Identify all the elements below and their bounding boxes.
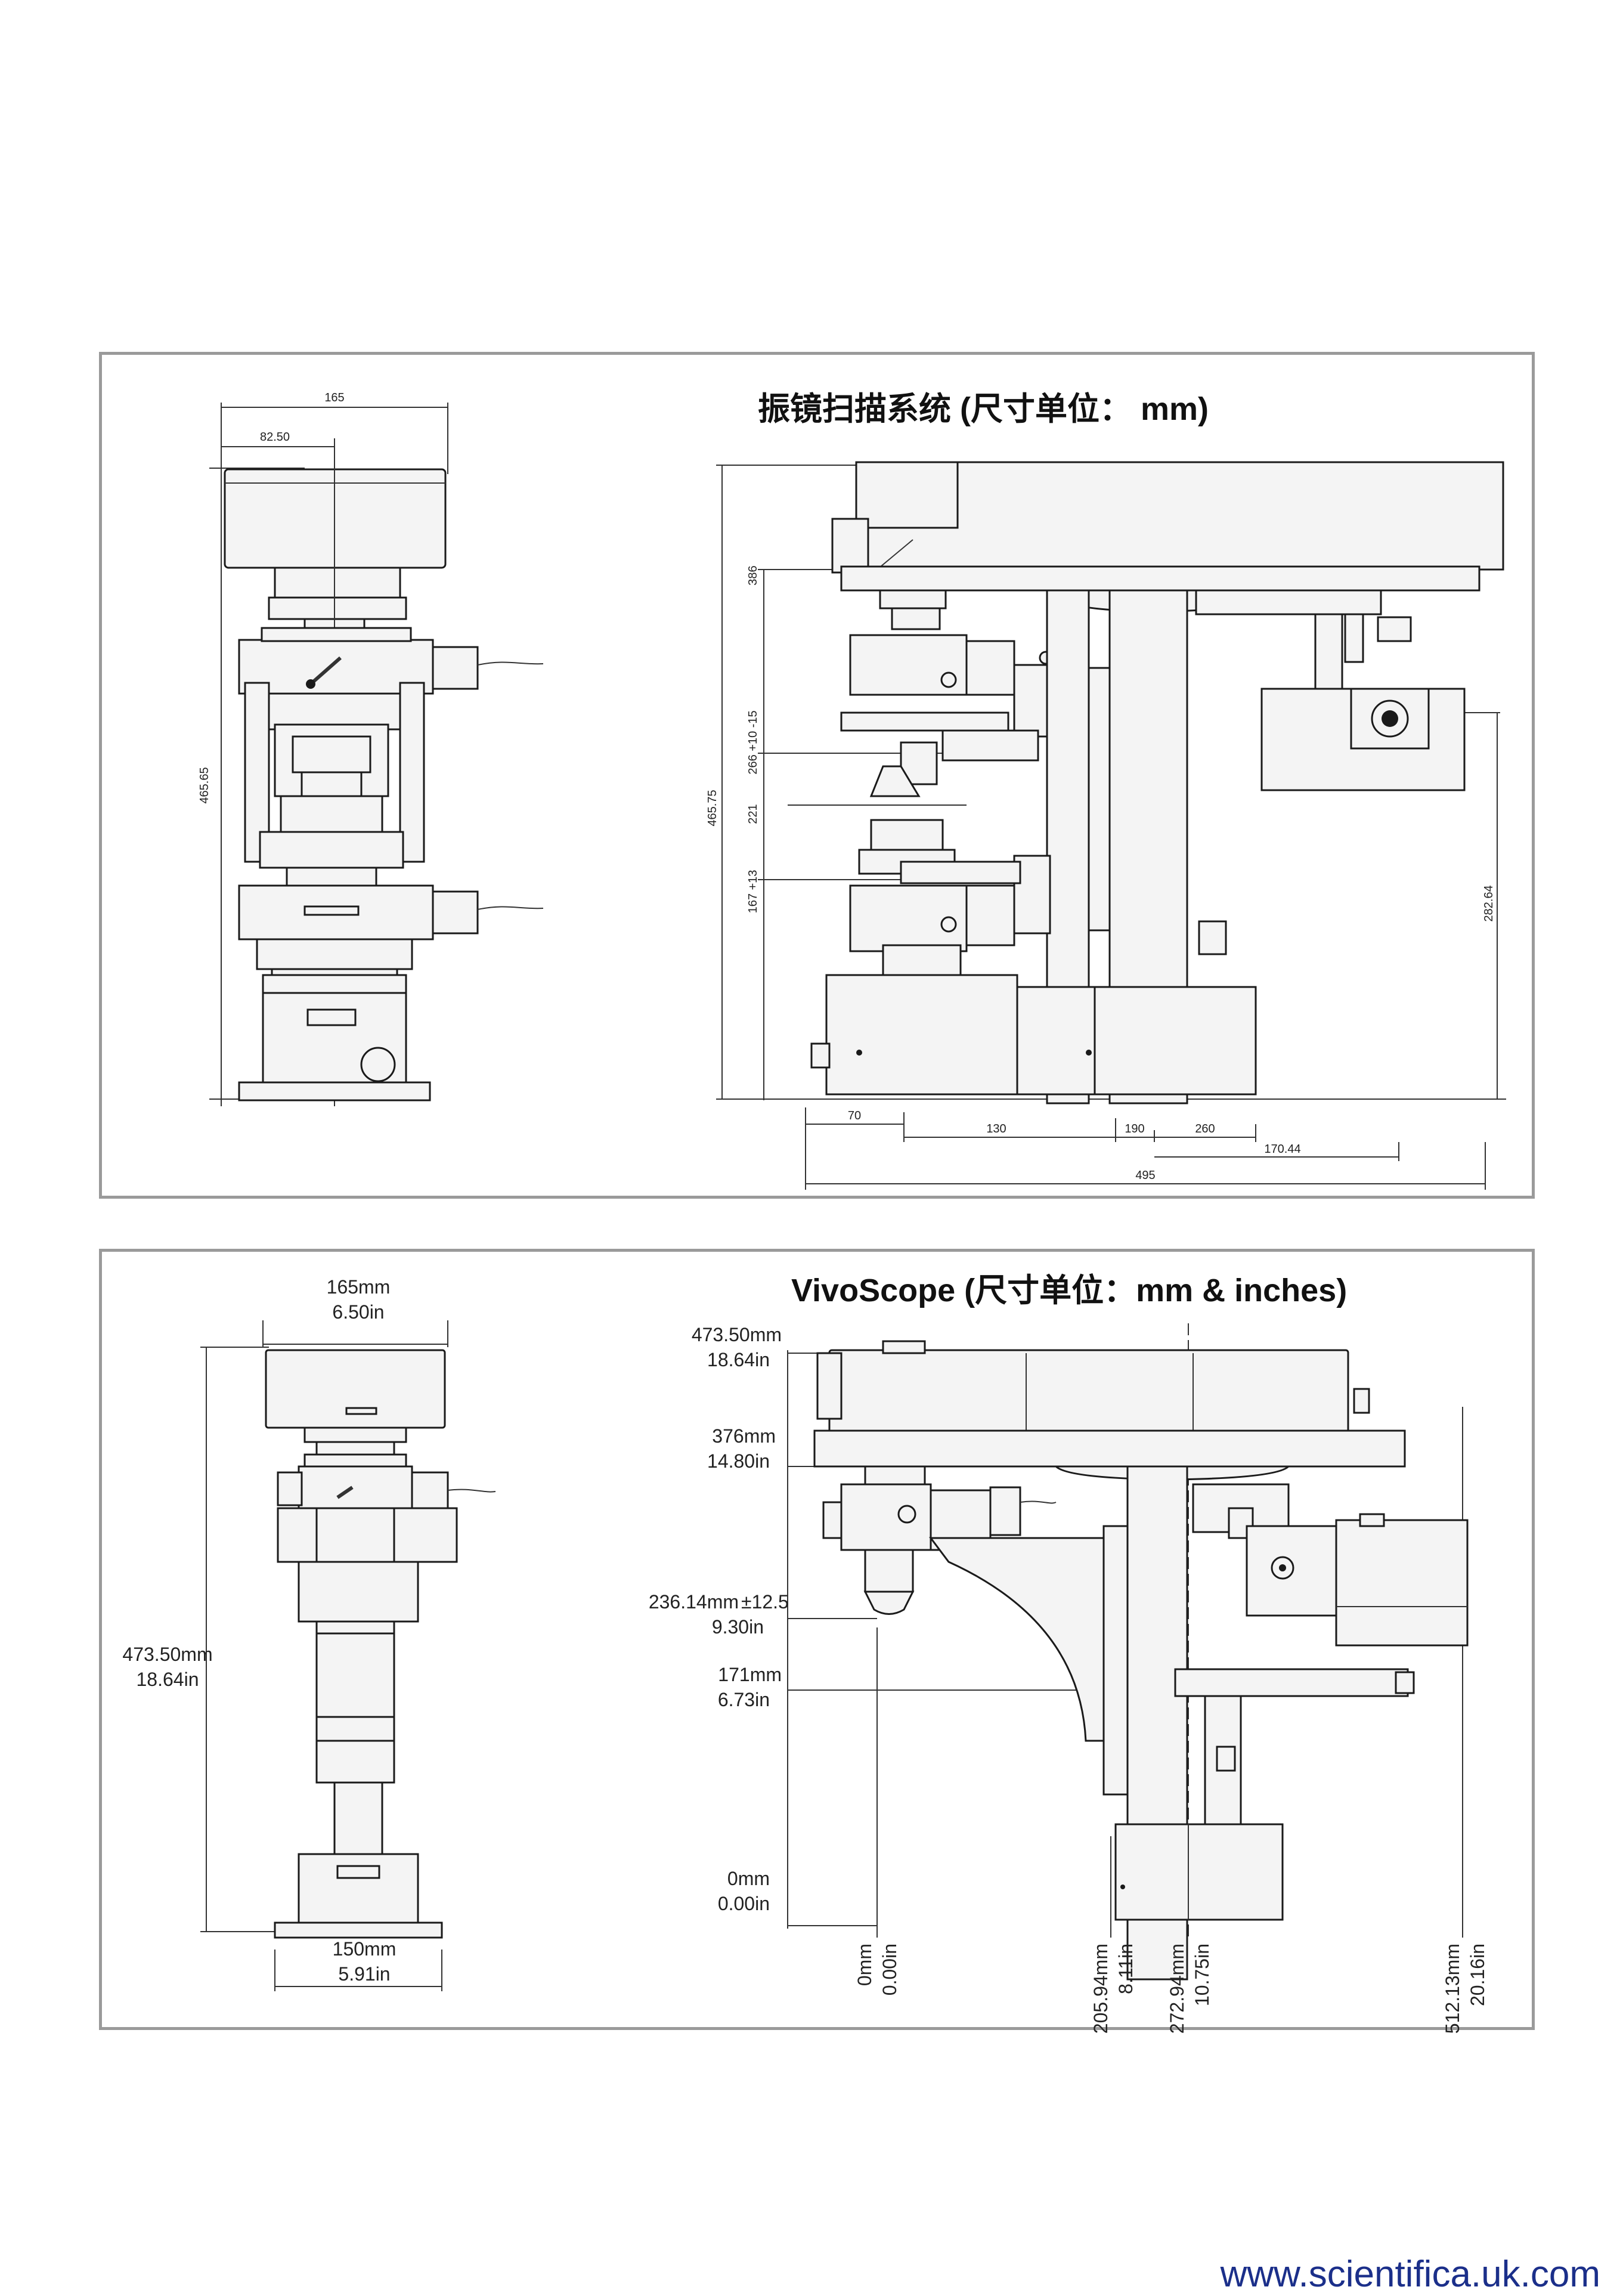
side-h5-in: 0.00in xyxy=(718,1893,770,1914)
side-dim-266: 266 +10 -15 xyxy=(747,710,760,774)
side-view-vivoscope xyxy=(787,1323,1469,1981)
side-h3-in: 9.30in xyxy=(712,1616,764,1638)
side-dim-260: 260 xyxy=(1195,1122,1215,1135)
side-dim-167: 167 +13 xyxy=(747,870,760,914)
side-x3-in: 20.16in xyxy=(1467,1944,1488,2006)
side-h3-tol: ±12.5 xyxy=(741,1591,789,1613)
side-dim-70: 70 xyxy=(848,1109,861,1122)
front-view-vivoscope xyxy=(200,1320,496,1991)
vivoscope-drawings: 165mm 6.50in 473.50mm 18.64in 150mm 5.91… xyxy=(122,1276,1488,2033)
front-view-microscope xyxy=(209,403,544,1106)
side-h1-mm: 473.50mm xyxy=(692,1324,782,1345)
side-h3-mm: 236.14mm xyxy=(649,1591,739,1613)
galvo-drawings: 165 82.50 465.65 xyxy=(198,391,1506,1190)
side-dim-495: 495 xyxy=(1135,1169,1155,1182)
front-base-in: 5.91in xyxy=(338,1963,390,1985)
side-h4-in: 6.73in xyxy=(718,1689,770,1710)
side-h4-mm: 171mm xyxy=(718,1664,782,1685)
side-right-height: 282.64 xyxy=(1482,885,1495,921)
side-x0-in: 0.00in xyxy=(879,1944,900,1995)
front-height-in: 18.64in xyxy=(137,1669,199,1690)
side-dim-190: 190 xyxy=(1125,1122,1144,1135)
website-link[interactable]: www.scientifica.uk.com xyxy=(1220,2254,1600,2295)
side-x0-mm: 0mm xyxy=(854,1944,875,1986)
front-width-label: 165 xyxy=(324,391,344,404)
side-x1-in: 8.11in xyxy=(1115,1944,1136,1994)
side-h5-mm: 0mm xyxy=(727,1868,770,1889)
side-x2-in: 10.75in xyxy=(1191,1944,1213,2006)
side-dim-130: 130 xyxy=(986,1122,1006,1135)
side-h2-mm: 376mm xyxy=(712,1425,776,1447)
front-top-mm: 165mm xyxy=(327,1276,391,1298)
side-h2-in: 14.80in xyxy=(707,1450,770,1472)
side-x3-mm: 512.13mm xyxy=(1442,1944,1463,2033)
front-height-label: 465.65 xyxy=(198,767,211,803)
panel-title: VivoScope (尺寸单位：mm & inches) xyxy=(791,1273,1348,1308)
side-total-height: 465.75 xyxy=(706,790,719,826)
front-top-in: 6.50in xyxy=(332,1301,384,1323)
side-dim-386: 386 xyxy=(747,565,760,585)
side-h1-in: 18.64in xyxy=(707,1349,770,1370)
side-dim-170: 170.44 xyxy=(1264,1143,1300,1156)
panel-title: 振镜扫描系统 (尺寸单位： mm) xyxy=(758,391,1209,427)
front-base-mm: 150mm xyxy=(333,1938,397,1960)
side-dim-221: 221 xyxy=(747,804,760,824)
panel-galvo-scanning-system: 振镜扫描系统 (尺寸单位： mm) xyxy=(99,352,1535,1199)
panel-vivoscope: VivoScope (尺寸单位：mm & inches) xyxy=(99,1249,1535,2033)
side-x1-mm: 205.94mm xyxy=(1090,1944,1111,2033)
side-x2-mm: 272.94mm xyxy=(1166,1944,1188,2033)
front-height-mm: 473.50mm xyxy=(122,1644,212,1665)
side-view-microscope xyxy=(716,461,1506,1190)
front-half-width-label: 82.50 xyxy=(260,431,290,444)
